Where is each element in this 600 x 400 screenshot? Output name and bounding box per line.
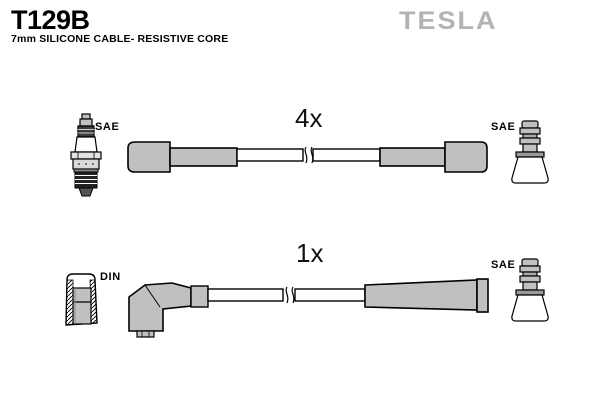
brand-logo: TESLA xyxy=(399,7,498,35)
part-number: T129B xyxy=(11,5,90,35)
distributor-boot-icon xyxy=(509,120,551,185)
cable-drawing xyxy=(190,278,490,316)
quantity-label: 4x xyxy=(295,103,323,133)
right-terminal-label: SAE xyxy=(491,259,516,271)
spark-plug-icon xyxy=(64,113,108,197)
product-subtitle: 7mm SILICONE CABLE- RESISTIVE CORE xyxy=(11,33,229,45)
left-terminal-label: SAE xyxy=(95,121,120,133)
distributor-boot-icon xyxy=(509,258,551,323)
break-mark xyxy=(304,146,308,164)
right-terminal-label: SAE xyxy=(491,121,516,133)
left-terminal-label: DIN xyxy=(100,271,121,283)
din-connector-icon xyxy=(64,272,99,328)
elbow-boot-icon xyxy=(126,280,194,340)
break-mark xyxy=(285,286,289,304)
quantity-label: 1x xyxy=(296,238,324,268)
cable-drawing xyxy=(126,138,490,178)
